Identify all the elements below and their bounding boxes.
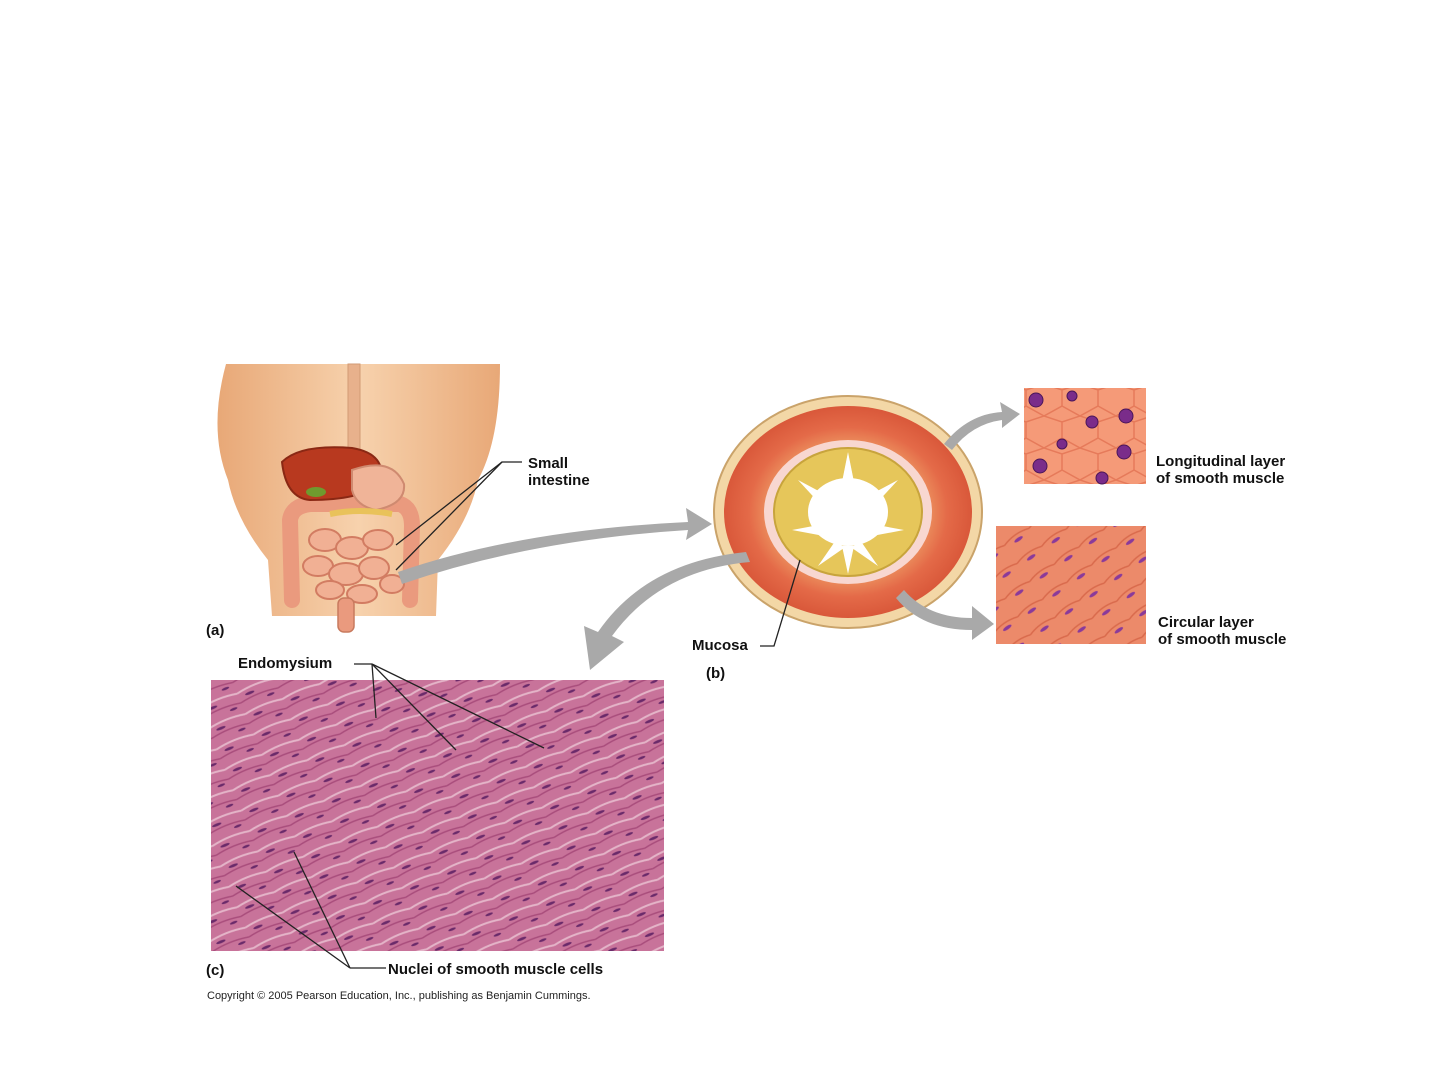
stomach (351, 464, 406, 512)
arrow-a-to-b (398, 508, 712, 584)
arrow-to-histology (584, 552, 750, 670)
small-intestine-label: Small intestine (528, 455, 590, 489)
pancreas (329, 508, 393, 517)
nuclei-label: Nuclei of smooth muscle cells (388, 961, 604, 978)
small-intestine-coils (302, 528, 405, 604)
panel-label-c: (c) (206, 962, 225, 979)
endomysium-label: Endomysium (238, 655, 333, 672)
histology-micrograph (211, 680, 664, 951)
copyright-notice: Copyright © 2005 Pearson Education, Inc.… (207, 990, 591, 1002)
panel-label-b: (b) (706, 665, 726, 682)
gallbladder (306, 487, 326, 497)
small-intestine-leader (395, 461, 522, 571)
arrow-to-circular (896, 590, 994, 640)
longitudinal-layer-label: Longitudinal layer of smooth muscle (1156, 453, 1286, 487)
circular-layer-label: Circular layer of smooth muscle (1158, 614, 1287, 648)
large-intestine (281, 496, 421, 608)
circular-tissue (996, 526, 1146, 644)
lumen (808, 478, 888, 546)
rectum (337, 597, 355, 633)
endomysium-leader (354, 663, 545, 751)
nuclei-leader (235, 851, 386, 969)
mucosa-label: Mucosa (692, 637, 748, 654)
longitudinal-tissue (1024, 388, 1146, 485)
torso-illustration (217, 363, 500, 633)
arrow-to-longitudinal (944, 402, 1020, 450)
panel-label-a: (a) (206, 622, 225, 639)
intestine-cross-section (713, 395, 983, 629)
mucosa-leader (760, 559, 801, 647)
